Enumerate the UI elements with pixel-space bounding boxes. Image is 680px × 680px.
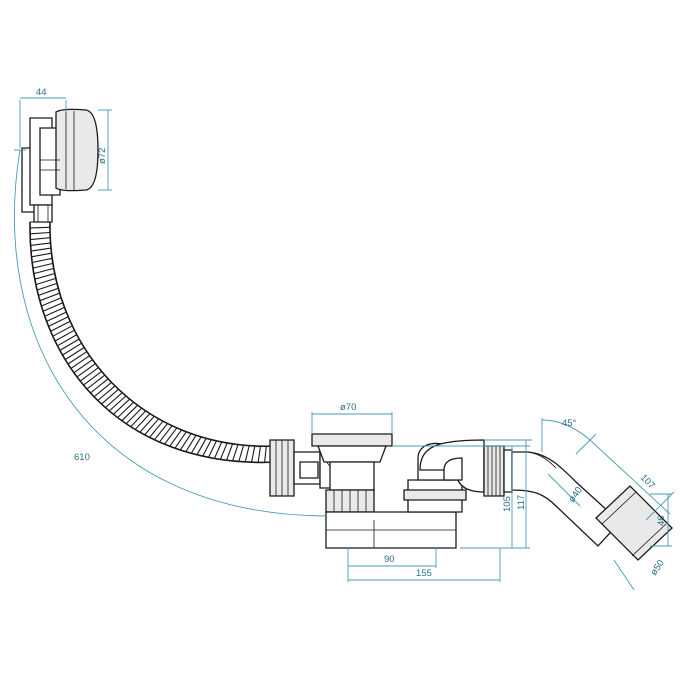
dim-outlet-pipe-length: 107 [638, 472, 657, 491]
hose-rib [36, 282, 58, 291]
hose-rib [38, 287, 59, 296]
dim-height-105: 105 [502, 496, 513, 512]
hose-rib [86, 374, 106, 390]
hose-rib [208, 440, 217, 458]
hose-rib [30, 231, 51, 235]
hose-rib [46, 311, 67, 322]
hose-rib [251, 445, 256, 463]
hose-rib [79, 367, 99, 382]
hose-rib [130, 410, 147, 428]
hose-rib [30, 242, 51, 246]
hose-rib [52, 325, 73, 337]
drain-body [269, 433, 513, 549]
hose-rib [244, 445, 250, 463]
hose-rib [73, 359, 93, 374]
hose-rib [232, 444, 239, 462]
hose-rib [35, 277, 56, 286]
hose-rib [39, 292, 60, 302]
hose-rib [164, 427, 178, 445]
hose-rib [179, 433, 192, 451]
hose-rib [108, 395, 127, 412]
hose-rib [219, 442, 228, 460]
hose-rib [225, 443, 234, 461]
hose-rib [34, 272, 55, 280]
hose-rib [101, 388, 119, 405]
hose-rib [139, 415, 155, 433]
hose-rib [48, 316, 69, 327]
dimension-lines [14, 97, 675, 591]
hose-rib [54, 329, 75, 342]
hose-rib [29, 226, 51, 229]
hose-rib [57, 334, 78, 347]
dim-outlet-pipe-offset: 46 [656, 515, 667, 526]
hose-rib [41, 297, 62, 307]
angled-outlet-pipe [511, 451, 673, 561]
hose-rib [125, 407, 142, 425]
dim-width-90: 90 [384, 554, 395, 565]
hose-rib [44, 306, 65, 317]
dim-outlet-diameter: ø70 [340, 402, 356, 413]
hose-rib [67, 351, 88, 365]
hose-rib [32, 257, 53, 264]
hose-rib [117, 401, 134, 418]
hose-rib [190, 436, 202, 454]
flexible-hose [29, 221, 279, 464]
dim-width-155: 155 [416, 568, 432, 579]
hose-rib [76, 363, 96, 378]
hose-rib [264, 446, 267, 463]
hose-rib [213, 441, 223, 459]
hose-rib [30, 247, 52, 252]
hose-rib [62, 342, 82, 356]
hose-rib [97, 385, 116, 401]
hose-rib [185, 434, 197, 453]
hose-rib [30, 237, 51, 241]
hose-rib [105, 392, 123, 409]
hose-rib [257, 446, 262, 463]
hose-rib [31, 252, 52, 258]
dim-cable-length: 610 [74, 452, 90, 463]
hose-rib [238, 444, 245, 462]
hose-rib [153, 423, 168, 441]
hose-rib [174, 431, 187, 449]
overflow-unit [21, 108, 99, 223]
dim-height-117: 117 [516, 495, 527, 510]
dim-overflow-depth: 44 [36, 87, 47, 98]
dim-overflow-diameter: ø72 [97, 148, 108, 164]
hose-rib [121, 404, 138, 422]
dim-pipe-diameter-50: ø50 [648, 558, 666, 578]
hose-rib [134, 413, 151, 430]
hose-rib [32, 262, 54, 269]
hose-rib [158, 425, 173, 443]
hose-rib [113, 398, 131, 415]
hose-rib [33, 267, 54, 275]
hose-rib [202, 439, 212, 457]
hose-rib [64, 347, 85, 361]
hose-rib [50, 320, 71, 332]
hose-rib [59, 338, 80, 351]
hose-rib [93, 381, 112, 398]
hose-rib [196, 438, 207, 456]
hose-rib [169, 429, 182, 447]
hose-rib [70, 355, 90, 369]
hose-rib [83, 370, 102, 386]
hose-rib [144, 418, 160, 436]
hose-rib [90, 378, 109, 394]
hose-rib [149, 420, 164, 438]
dim-outlet-angle: 45° [562, 418, 577, 429]
hose-rib [42, 302, 64, 312]
